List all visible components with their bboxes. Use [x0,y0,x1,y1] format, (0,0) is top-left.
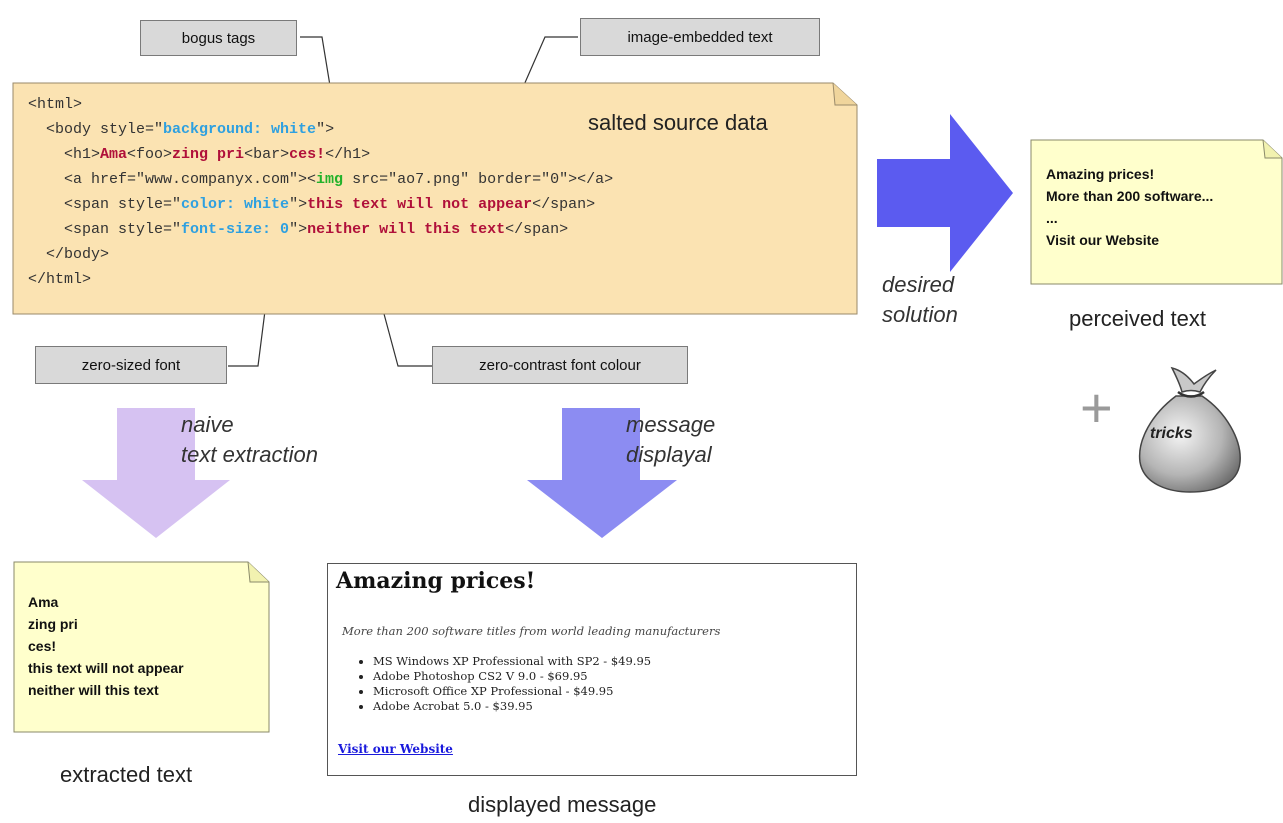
perceived-note-shape [1030,139,1283,285]
naive-extraction-arrow [82,408,230,538]
code-line-4: <a href="www.companyx.com"><img src="ao7… [28,171,614,188]
callout-zero-contrast-font: zero-contrast font colour [432,346,688,384]
extracted-caption: extracted text [60,762,193,787]
list-item: Adobe Acrobat 5.0 - $39.95 [373,699,651,714]
displayed-product-list: MS Windows XP Professional with SP2 - $4… [359,654,651,714]
tricks-label: tricks [1150,425,1193,442]
code-line-7: </body> [28,246,110,263]
callout-image-embedded-text: image-embedded text [580,18,820,56]
callout-bogus-tags: bogus tags [140,20,297,56]
extracted-text-content: Ama zing pri ces! this text will not app… [28,594,184,698]
source-title: salted source data [588,110,768,135]
code-line-6: <span style="font-size: 0">neither will … [28,221,569,238]
desired-solution-arrow [877,114,1013,272]
source-code: <html> <body style="background: white"> … [28,92,613,292]
plus-sign: + [1080,376,1113,439]
tricks-bag-icon [1138,366,1241,493]
list-item: Adobe Photoshop CS2 V 9.0 - $69.95 [373,669,651,684]
code-line-2: <body style="background: white"> [28,121,335,138]
displayed-subtitle: More than 200 software titles from world… [342,624,721,638]
source-note-shape [12,82,858,315]
message-displayal-label: message displayal [626,412,716,467]
code-line-5: <span style="color: white">this text wil… [28,196,596,213]
list-item: Microsoft Office XP Professional - $49.9… [373,684,651,699]
displayed-caption: displayed message [468,792,657,817]
callout-zero-sized-font: zero-sized font [35,346,227,384]
message-displayal-arrow [527,408,677,538]
desired-solution-label: desired solution [882,272,958,327]
list-item: MS Windows XP Professional with SP2 - $4… [373,654,651,669]
displayed-title: Amazing prices! [336,568,536,594]
code-line-1: <html> [28,96,83,113]
displayed-message-box [327,563,857,776]
perceived-caption: perceived text [1069,306,1206,331]
code-line-8: </html> [28,271,92,288]
code-line-3: <h1>Ama<foo>zing pri<bar>ces!</h1> [28,146,371,163]
extracted-note-shape [13,561,270,733]
perceived-text-content: Amazing prices! More than 200 software..… [1046,166,1214,248]
visit-website-link[interactable]: Visit our Website [338,742,453,756]
naive-extraction-label: naive text extraction [181,412,318,467]
